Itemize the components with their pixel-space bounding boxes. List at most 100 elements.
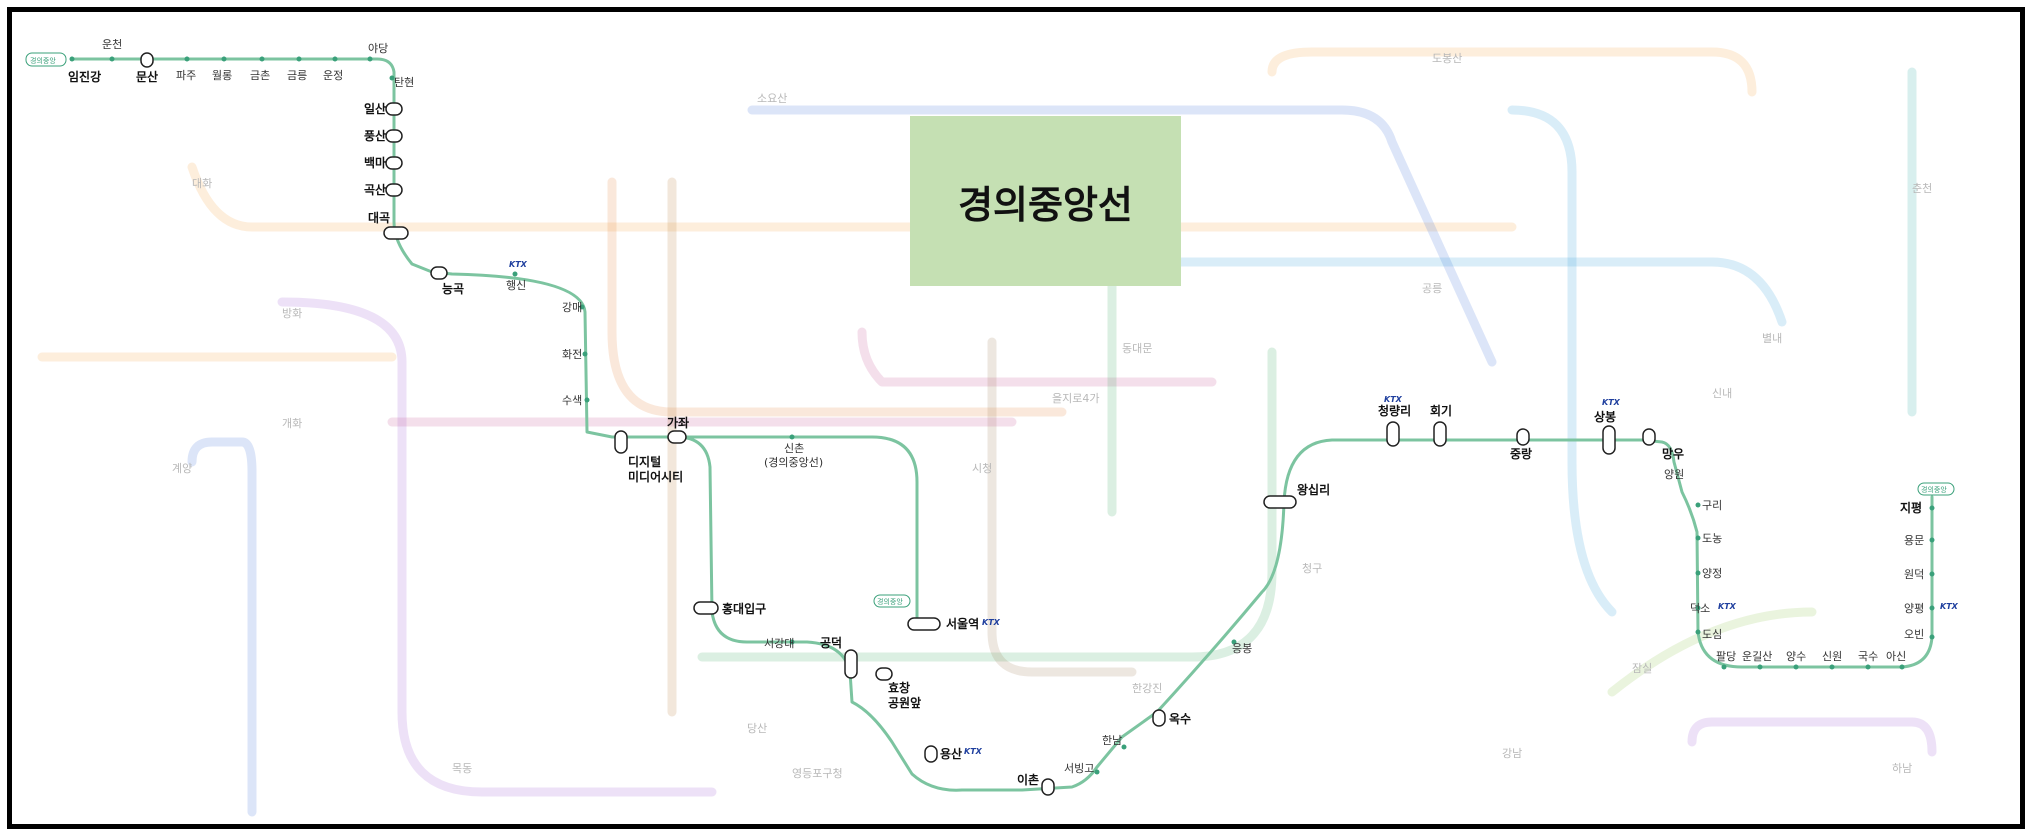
station-mangu: 망우 [1662,447,1684,461]
station-yongsan: 용산 [940,746,962,761]
station-susaek: 수색 [562,394,582,407]
station-woljong: 월롱 [212,69,232,82]
svg-text:청구: 청구 [1302,562,1322,575]
station-ichon: 이촌 [1017,772,1039,787]
station-donong: 도농 [1702,532,1722,545]
station-markers [69,52,1935,796]
svg-text:동대문: 동대문 [1122,342,1152,355]
station-jipyeong: 지평 [1900,500,1922,515]
station-dmc-line2: 미디어시티 [628,469,683,484]
svg-text:계양: 계양 [172,462,192,475]
title-box: 경의중앙선 [910,116,1181,286]
station-sinchon-line2: (경의중앙선) [764,456,823,469]
station-jungnang: 중랑 [1510,447,1532,461]
station-paju: 파주 [176,69,196,82]
station-daegok: 대곡 [368,211,390,225]
svg-text:도봉산: 도봉산 [1432,52,1462,65]
station-baekma: 백마 [364,155,386,170]
station-imjingang: 임진강 [68,69,101,84]
svg-text:춘천: 춘천 [1912,181,1932,195]
svg-text:을지로4가: 을지로4가 [1052,392,1099,405]
svg-text:신내: 신내 [1712,387,1732,400]
station-hannam: 한남 [1102,734,1122,747]
ktx-yongsan: KTX [964,747,983,756]
station-gangmae: 강매 [562,301,582,314]
station-hongik: 홍대입구 [722,601,766,616]
station-guksu: 국수 [1858,650,1878,663]
station-paldang: 팔당 [1716,650,1736,663]
svg-text:대화: 대화 [192,177,212,190]
station-labels: 임진강 운천 문산 파주 월롱 금촌 금릉 운정 야당 탄현 일산 풍산 백마 … [68,37,1924,787]
station-yongmun: 용문 [1904,534,1924,547]
svg-text:목동: 목동 [452,762,472,775]
svg-text:공릉: 공릉 [1422,282,1442,295]
svg-text:소요산: 소요산 [757,92,787,105]
station-ungilsan: 운길산 [1742,650,1772,663]
station-dosim: 도심 [1702,628,1722,641]
route-seoul-branch [675,435,919,624]
svg-text:경의중앙: 경의중앙 [30,56,56,65]
station-dmc-line1: 디지털 [628,454,661,469]
station-hoegi: 회기 [1430,403,1452,418]
station-sangbong: 상봉 [1594,409,1616,424]
svg-text:한강진: 한강진 [1132,682,1162,695]
station-gajwa: 가좌 [667,415,689,430]
svg-text:당산: 당산 [747,722,767,735]
station-ilsan: 일산 [364,101,386,116]
station-sogang: 서강대 [764,637,794,650]
svg-text:경의중앙: 경의중앙 [877,597,903,606]
line-badge-seoul: 경의중앙 [873,594,911,608]
station-cheongnyangni: 청량리 [1378,403,1411,418]
station-munsan: 문산 [136,69,158,84]
station-oksu: 옥수 [1169,711,1191,726]
station-haengsin: 행신 [506,279,526,292]
map-frame: 소요산 도봉산 대화 방화 개화 계양 공릉 신내 춘천 별내 동대문 을지로4… [7,7,2025,829]
station-yangwon: 양원 [1664,468,1684,481]
station-yadang: 야당 [368,42,388,55]
svg-text:하남: 하남 [1892,761,1912,775]
ktx-sangbong: KTX [1602,398,1621,407]
station-hwajeon: 화전 [562,348,582,361]
station-sinwon: 신원 [1822,650,1842,663]
station-neunggok: 능곡 [442,282,464,296]
station-sinchon-line1: 신촌 [784,442,804,455]
station-yangpyeong: 양평 [1904,602,1924,615]
station-guri: 구리 [1702,499,1722,512]
station-unjeong: 운정 [323,69,343,82]
svg-text:영등포구청: 영등포구청 [792,767,843,780]
station-yangsu: 양수 [1786,650,1806,663]
subway-map: 소요산 도봉산 대화 방화 개화 계양 공릉 신내 춘천 별내 동대문 을지로4… [25,37,1959,817]
station-geumneung: 금릉 [287,69,307,82]
station-gongdeok: 공덕 [820,635,842,650]
ktx-cheongnyangni: KTX [1384,395,1403,404]
ktx-deokso: KTX [1718,602,1737,611]
station-yangjeong: 양정 [1702,567,1722,580]
station-geumchon: 금촌 [250,69,270,82]
map-title: 경의중앙선 [958,182,1133,227]
station-eungbong: 응봉 [1232,642,1252,655]
svg-text:방화: 방화 [282,307,302,320]
station-obin: 오빈 [1904,628,1924,641]
station-tanhyeon: 탄현 [394,76,414,89]
station-asin: 아신 [1886,650,1906,663]
station-deokso: 덕소 [1690,602,1710,615]
station-hyochang-line2: 공원앞 [888,696,921,710]
ktx-seoul: KTX [982,618,1001,627]
background-network: 소요산 도봉산 대화 방화 개화 계양 공릉 신내 춘천 별내 동대문 을지로4… [37,47,1937,817]
station-seobinggo: 서빙고 [1064,762,1094,775]
station-wangsimni: 왕십리 [1297,482,1330,497]
svg-text:별내: 별내 [1762,332,1782,345]
svg-text:경의중앙: 경의중앙 [1921,485,1947,494]
line-badge-east: 경의중앙 [1917,482,1955,496]
station-hyochang-line1: 효창 [888,680,910,695]
station-seoul: 서울역 [946,616,979,631]
line-badge-west: 경의중앙 [25,52,67,67]
station-wondeok: 원덕 [1904,568,1924,581]
svg-text:강남: 강남 [1502,747,1522,760]
ktx-yangpyeong: KTX [1940,602,1959,611]
svg-text:개화: 개화 [282,417,302,430]
svg-text:잠실: 잠실 [1632,662,1652,675]
svg-text:시청: 시청 [972,462,992,475]
ktx-haengsin: KTX [509,260,528,269]
station-uncheon: 운천 [102,37,122,51]
